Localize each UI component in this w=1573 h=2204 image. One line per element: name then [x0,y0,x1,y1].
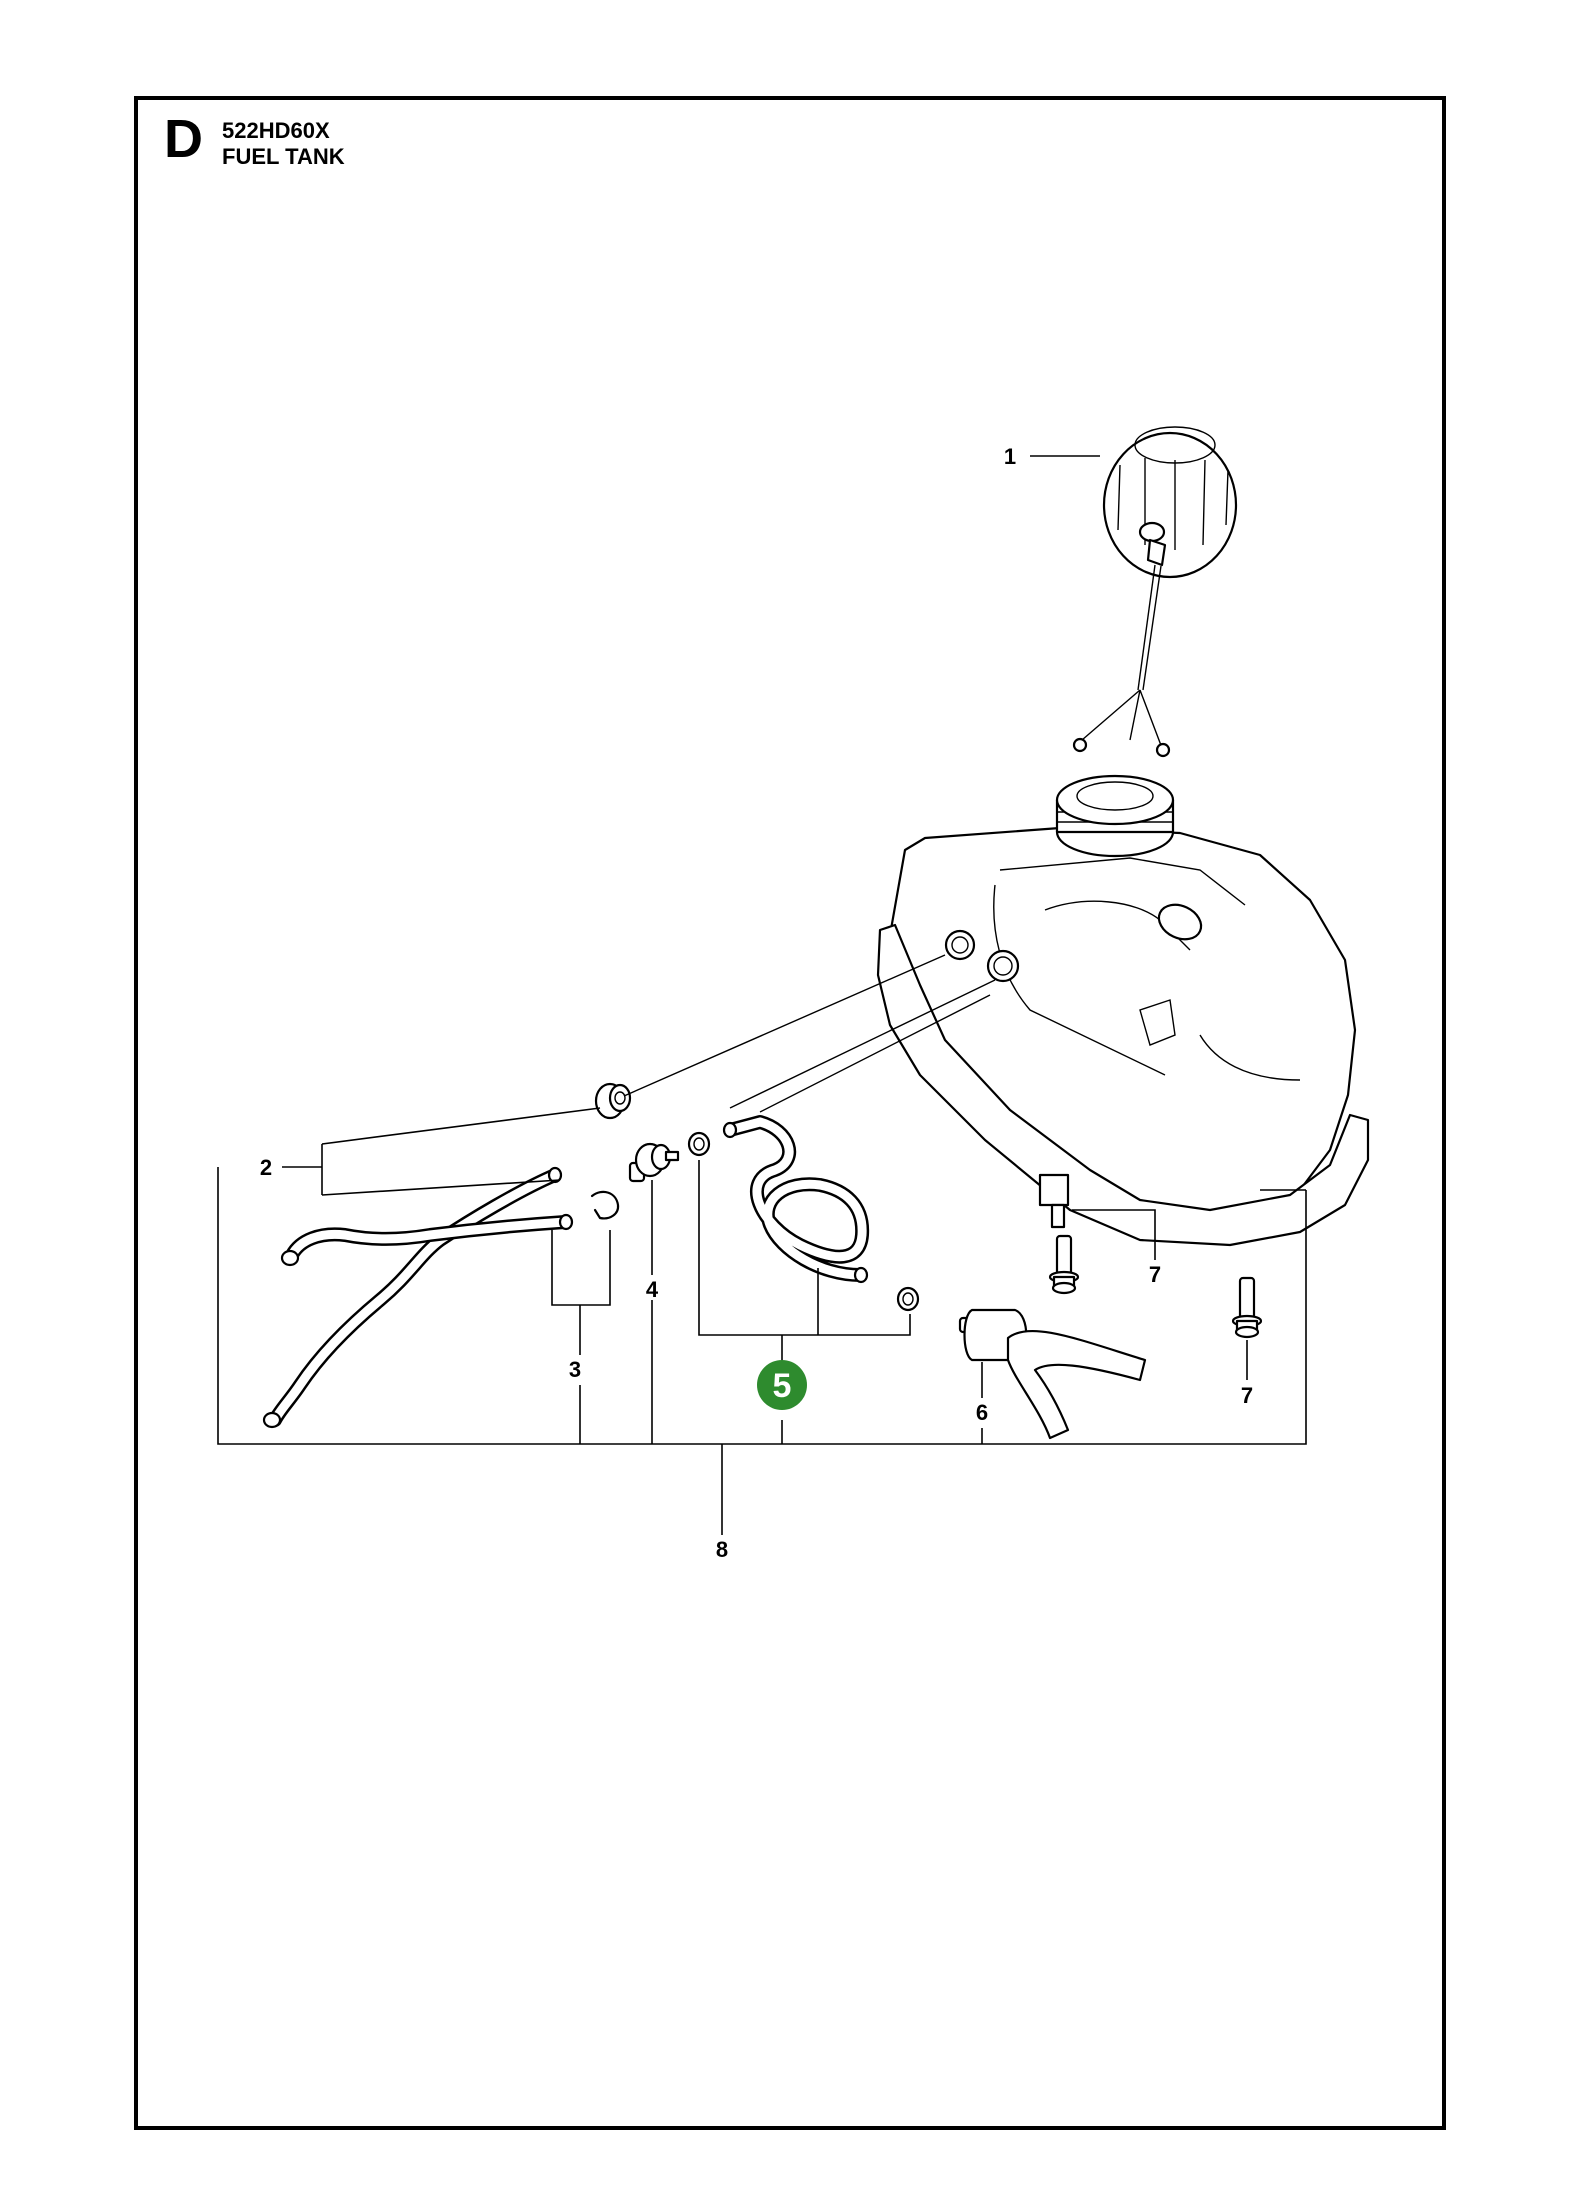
bolt [1048,1234,1080,1295]
grommet [594,1082,632,1120]
leader-lines [217,455,1307,1535]
callout-5: 5 [773,1367,792,1405]
fuel-hose [262,1166,620,1429]
model-number: 522HD60X [222,118,330,143]
callout-2: 2 [260,1155,272,1180]
callout-7-upper: 7 [1149,1262,1161,1287]
callout-4: 4 [646,1277,659,1302]
fuel-tank [876,774,1370,1247]
pickup-hose-kit [687,1115,920,1312]
bolt [1231,1276,1263,1339]
highlight-badge [757,1360,807,1410]
diagram-title: FUEL TANK [222,144,345,169]
callout-6: 6 [976,1400,988,1425]
callout-8: 8 [716,1537,728,1562]
callout-1: 1 [1004,444,1016,469]
page-frame [134,96,1446,2130]
callout-7-lower: 7 [1241,1383,1253,1408]
fuel-filter [958,1308,1147,1440]
fuel-cap [1072,426,1238,758]
valve [628,1142,680,1183]
section-letter: D [164,109,203,169]
callout-3: 3 [569,1357,581,1382]
